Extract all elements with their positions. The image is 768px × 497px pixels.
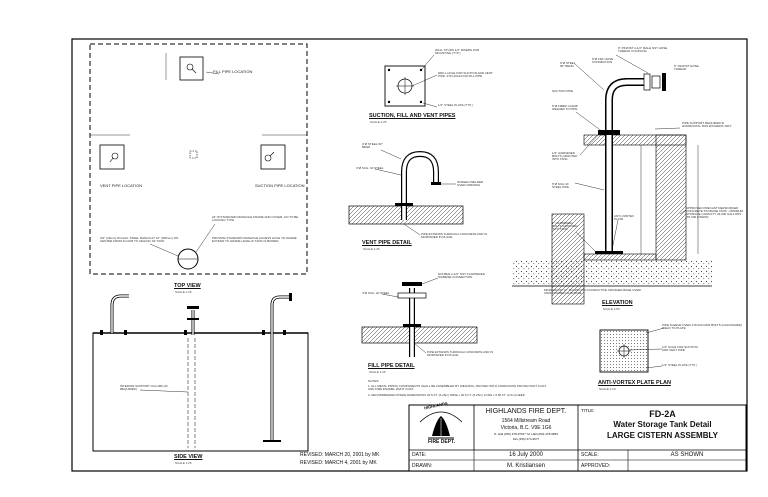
side-view-drawing: [92, 293, 309, 452]
double-coupling-label: DOUBLE 2-1/2" NST CLAPPERED SIAMESE CONN…: [438, 272, 485, 279]
top-view-scale: SCALE 1:25: [175, 290, 192, 294]
siamese-nipple-label: 6" PIN/NST 4-1/2" MALE NST HOSE THREAD C…: [618, 46, 668, 53]
elevation-title: ELEVATION: [602, 300, 633, 306]
anti-vortex-scale: SCALE 1:10: [599, 387, 616, 391]
fill-pipe-scale: SCALE 1:25: [369, 370, 386, 374]
wall-studs-label: WALL STUDS 1/2" RISERS FOR MOUNTING (TYP…: [435, 48, 480, 55]
elevation-sch40-label: 6"Ø SCH 40 STEEL PIPE: [552, 182, 570, 189]
drawn-label: DRAWN:: [412, 463, 433, 469]
title-block-frame: [408, 404, 747, 472]
phone-line: D. Hall (250) 478-9763 * M. Hall (250) 4…: [494, 432, 558, 436]
date-label: DATE:: [412, 452, 427, 458]
vent-pipe-scale: SCALE 1:25: [363, 247, 380, 251]
drill-hole-label: DRILL HOLE FOR SUCTION AND VENT PIPE. 4"…: [438, 71, 493, 78]
elevation-drawing: [512, 54, 712, 305]
approved-precast-label: APPROVED PRECAST REINFORCED CONCRETE STO…: [686, 206, 744, 219]
suction-pipe-label: SUCTION PIPE: [552, 89, 574, 93]
revision-2: REVISED: MARCH 4, 2001 by MK: [300, 460, 377, 466]
fill-pipe-location-label: FILL PIPE LOCATION: [213, 69, 253, 74]
vent-pipe-extends-label: PIPE EXTENDS THROUGH CONCRETE AND IS MOR…: [421, 232, 488, 239]
fill-pipe-title: FILL PIPE DETAIL: [368, 363, 415, 369]
anchor-bolts-label: 1/2" HARDENED BOLTS GROUTED INTO TANK: [552, 151, 578, 161]
approved-label: APPROVED:: [581, 463, 611, 469]
minimum-slope-label: MINIMUM OF 12" SLOPE NON-CONDUCTIVE CRUS…: [544, 288, 641, 295]
scale-value: AS SHOWN: [670, 452, 704, 458]
vent-bend-label: 4"Ø STEEL 90° BEND: [362, 142, 383, 149]
vent-sch40-label: 4"Ø SCH. 40 STEEL: [356, 166, 384, 170]
drawing-title-1: Water Storage Tank Detail: [613, 420, 712, 429]
anti-vortex-plate-label: ANTI-VORTEX PLATE: [614, 214, 635, 221]
scale-label: SCALE:: [581, 452, 599, 458]
fire-dept-logo: [419, 411, 463, 439]
plate-hole-label: PIPE SLEEVE OVER 1"Ø ANCHOR BOLTS (GALVA…: [662, 323, 743, 330]
plate-hole2-label: 1/4" HOLE FOR SUCTION AND VENT PIPE: [662, 345, 698, 352]
suction-fill-vent-plate-drawing: [384, 54, 438, 108]
interior-column-label: INTERIOR SUPPORT COLUMN (IF REQUIRED): [120, 384, 168, 391]
elevation-bend-label: 6"Ø STEEL 90° BEND: [560, 61, 576, 68]
notes-heading: NOTES:: [368, 379, 380, 383]
steel-plate-label: 1/4" STEEL PLATE (TYP.): [438, 103, 473, 107]
fdc-label: 6"Ø FDF HOSE CONNECTION: [592, 57, 614, 64]
screen-welded-label: SCREEN WELDED OVER OPENING: [457, 180, 484, 187]
title-label: TITLE:: [581, 408, 595, 413]
drawing-title-2: LARGE CISTERN ASSEMBLY: [607, 431, 718, 440]
side-view-title: SIDE VIEW: [174, 454, 203, 460]
revision-1: REVISED: MARCH 20, 2001 by MK: [300, 452, 380, 458]
fax-line: Fax (250) 474-3677: [512, 437, 540, 441]
suction-pipe-location-label: SUCTION PIPE LOCATION: [255, 183, 305, 188]
note-2: 2. RECOMMENDED INSIDE DIMENSIONS 20.5 FT…: [368, 393, 526, 397]
drawing-number: FD-2A: [649, 409, 676, 419]
fiber-clamp-label: 6"Ø FIBER CLAMP WELDED TO PIPE: [552, 104, 578, 111]
plate-steel-label: 1/4" STEEL PLATE (TYP.): [662, 363, 697, 367]
manhole-label: 24" Ø STANDARD MANHOLE FRAME AND COVER, …: [212, 215, 299, 222]
drawn-value: M. Kristiansen: [506, 463, 545, 469]
fill-sch40-label: 4"Ø SCH. 40 STEEL: [362, 291, 390, 295]
logo-bottom-text: FIRE DEPT.: [428, 439, 455, 445]
note-1: 1. ALL METAL PIPING COMPONENTS SHALL BE …: [368, 384, 546, 391]
pipe-support-label: PIPE SUPPORT REQUIRED IF HORIZONTAL RUN …: [682, 121, 732, 128]
vent-pipe-detail-drawing: [348, 149, 464, 236]
anti-vortex-title: ANTI-VORTEX PLATE PLAN: [598, 380, 671, 386]
top-view-drawing: [89, 43, 308, 275]
side-view-scale: SCALE 1:25: [175, 461, 192, 465]
dept-name: HIGHLANDS FIRE DEPT.: [485, 408, 567, 415]
hardened-bolts-label: 1" HARDENED BOLTS GROUTED INTO TANK: [552, 221, 578, 231]
fill-pipe-detail-drawing: [361, 277, 478, 357]
vent-pipe-title: VENT PIPE DETAIL: [362, 240, 412, 246]
vent-pipe-location-label: VENT PIPE LOCATION: [100, 183, 143, 188]
steel-rungs-label: 3/4" (19mm) Ø GALV. STEEL RUNGS AT 12" (…: [100, 236, 179, 243]
fill-pipe-extends-label: PIPE EXTENDS THROUGH CONCRETE AND IS MOR…: [427, 350, 494, 357]
top-view-title: TOP VIEW: [174, 283, 201, 289]
elevation-scale: SCALE 1:50: [603, 307, 620, 311]
date-value: 16 July 2000: [508, 452, 544, 458]
anti-vortex-plate-drawing: [599, 327, 665, 373]
address-line-2: Victoria, B.C. V9E 1G6: [500, 425, 552, 431]
hose-nipple-label: 6" PIN/NST HOSE THREAD: [674, 64, 699, 71]
manhole-access-label: PROVIDE STANDARD MANHOLE ACCESS HOLE TO …: [212, 236, 297, 243]
address-line-1: 1564 Millstream Road: [501, 418, 551, 424]
suction-fill-vent-title: SUCTION, FILL AND VENT PIPES: [369, 113, 456, 119]
suction-fill-vent-scale: SCALE 1:25: [370, 120, 387, 124]
